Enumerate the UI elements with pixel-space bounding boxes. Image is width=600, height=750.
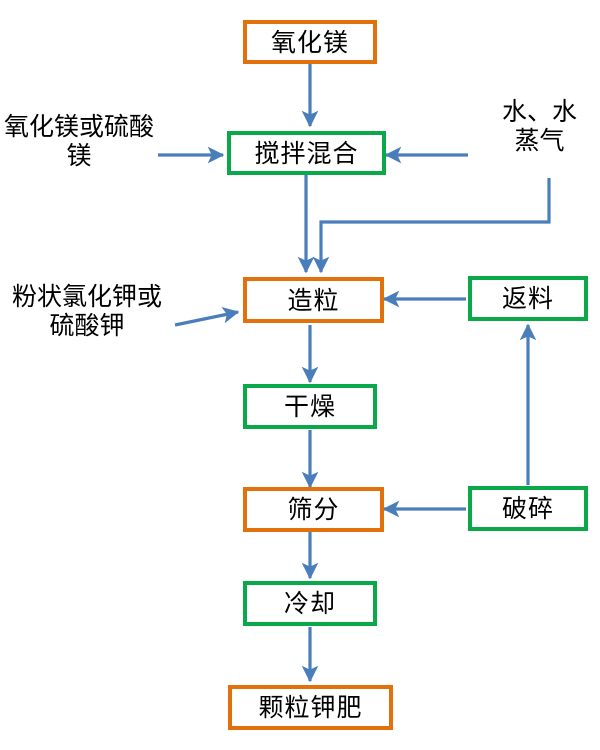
- label-water-steam: 水、水 蒸气: [501, 97, 577, 155]
- edge-water-steam-to-granulation: [312, 178, 551, 274]
- edge-kcl-or-k2so4-to-granulation: [174, 306, 240, 327]
- node-crushing[interactable]: 破碎: [468, 486, 588, 531]
- node-label: 筛分: [287, 495, 340, 524]
- node-magnesium-oxide[interactable]: 氧化镁: [243, 20, 377, 64]
- label-kcl-or-k2so4: 粉状氯化钾或 硫酸钾: [11, 282, 162, 340]
- node-label: 氧化镁: [270, 27, 349, 57]
- node-label: 搅拌混合: [254, 138, 359, 168]
- node-label: 破碎: [501, 494, 554, 523]
- node-label: 返料: [501, 284, 554, 313]
- node-label: 冷却: [283, 589, 336, 618]
- node-cooling[interactable]: 冷却: [243, 581, 377, 626]
- node-stir-mix[interactable]: 搅拌混合: [227, 131, 386, 175]
- node-label: 颗粒钾肥: [258, 693, 363, 722]
- node-granulation[interactable]: 造粒: [243, 277, 384, 323]
- node-screening[interactable]: 筛分: [243, 487, 384, 532]
- node-granular-potash[interactable]: 颗粒钾肥: [228, 685, 393, 730]
- node-return-material[interactable]: 返料: [468, 276, 588, 321]
- node-label: 干燥: [283, 392, 336, 421]
- node-label: 造粒: [287, 285, 340, 315]
- label-mgo-or-mgso4: 氧化镁或硫酸 镁: [4, 112, 155, 170]
- node-drying[interactable]: 干燥: [243, 384, 377, 429]
